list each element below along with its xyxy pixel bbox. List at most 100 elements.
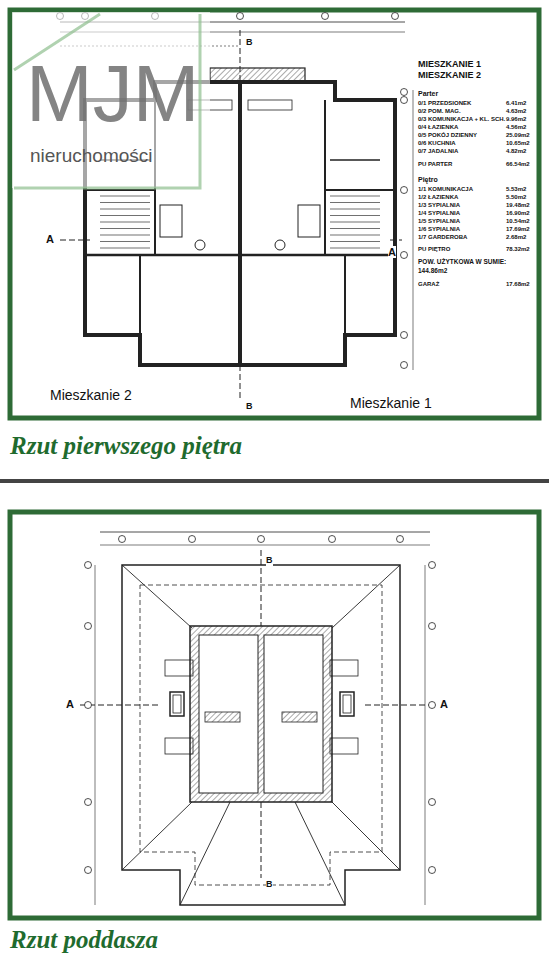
staircase (100, 196, 380, 248)
area-table-cell: 4.56m2 (506, 124, 526, 131)
area-table-cell: 4.82m2 (506, 148, 526, 155)
area-table-cell: 66.54m2 (506, 161, 530, 168)
stair-tread (100, 241, 150, 242)
grid-marker (401, 252, 408, 259)
area-table-cell: 9.96m2 (506, 116, 526, 123)
section-marker: B (266, 880, 273, 890)
unit-label: Mieszkanie 2 (50, 388, 132, 403)
stair-tread (100, 248, 150, 249)
area-table-cell: 5.50m2 (506, 194, 526, 201)
stair-tread (330, 222, 380, 223)
grid-marker (401, 97, 408, 104)
area-table-cell: 1/6 SYPIALNIA (418, 226, 460, 233)
plan-panel: Rzut poddasza (8, 510, 541, 958)
area-table-cell: 1/3 SYPIALNIA (418, 202, 460, 209)
grid-marker (329, 536, 336, 543)
area-table-cell: 0/4 ŁAZIENKA (418, 124, 458, 131)
plan-caption: Rzut pierwszego piętra (10, 432, 242, 460)
stair-tread (100, 209, 150, 210)
area-table-cell: 5.53m2 (506, 186, 526, 193)
stair-tread (330, 209, 380, 210)
grid-marker (429, 702, 436, 709)
grid-marker (322, 13, 329, 20)
stair-tread (100, 228, 150, 229)
grid-marker (258, 536, 265, 543)
grid-marker (429, 623, 436, 630)
grid-marker (401, 362, 408, 369)
area-table-cell: 17.68m2 (506, 281, 530, 288)
area-table-cell: GARAŻ (418, 281, 439, 288)
grid-marker (119, 536, 126, 543)
grid-marker (85, 562, 92, 569)
attic-plan (80, 532, 432, 905)
stair-tread (100, 196, 150, 197)
section-marker: B (246, 38, 253, 48)
area-table-cell: Piętro (418, 176, 438, 184)
area-table-cell: 1/2 ŁAZIENKA (418, 194, 458, 201)
grid-marker (401, 332, 408, 339)
area-table-cell: 17.69m2 (506, 226, 530, 233)
separator (0, 479, 549, 483)
area-table-cell: 0/2 POM. MAG. (418, 108, 461, 115)
stair-tread (330, 196, 380, 197)
stair-tread (100, 235, 150, 236)
section-marker: A (440, 698, 448, 710)
area-table-cell: 19.48m2 (506, 202, 530, 209)
watermark: nieruchomości (30, 146, 153, 167)
section-marker: A (46, 233, 54, 245)
grid-marker (429, 562, 436, 569)
grid-marker (401, 187, 408, 194)
area-table-cell: 1/1 KOMUNIKACJA (418, 186, 473, 193)
grid-marker (397, 536, 404, 543)
grid-marker (401, 89, 408, 96)
area-table-cell: 6.41m2 (506, 100, 526, 107)
grid-marker (85, 623, 92, 630)
stair-tread (330, 202, 380, 203)
area-table-cell: 4.63m2 (506, 108, 526, 115)
area-table-cell: 10.65m2 (506, 140, 530, 147)
area-table-cell: 144.86m2 (418, 267, 447, 274)
grid-markers (85, 536, 436, 874)
area-table-cell: Parter (418, 90, 438, 98)
stair-tread (330, 248, 380, 249)
area-table-cell: 25.09m2 (506, 132, 530, 139)
stair-tread (330, 235, 380, 236)
area-table-cell: 10.54m2 (506, 218, 530, 225)
grid-marker (392, 13, 399, 20)
area-table-cell: MIESZKANIE 2 (418, 71, 481, 81)
area-table-cell: 0/3 KOMUNIKACJA + KL. SCH. (418, 116, 505, 123)
panel-frame (10, 10, 539, 418)
plan-caption: Rzut poddasza (10, 926, 158, 954)
area-table-cell: 0/7 JADALNIA (418, 148, 458, 155)
area-table-cell: 0/1 PRZEDSIONEK (418, 100, 471, 107)
grid-marker (189, 536, 196, 543)
area-table-cell: PU PIĘTRO (418, 246, 450, 253)
grid-marker (429, 799, 436, 806)
area-table-cell: MIESZKANIE 1 (418, 60, 481, 70)
area-table-cell: 78.32m2 (506, 246, 530, 253)
section-marker: B (246, 402, 253, 412)
stair-tread (330, 228, 380, 229)
stair-tread (330, 241, 380, 242)
grid-marker (85, 867, 92, 874)
grid-marker (429, 867, 436, 874)
area-table-cell: 16.90m2 (506, 210, 530, 217)
section-marker: A (66, 698, 74, 710)
stair-tread (100, 202, 150, 203)
area-table-cell: 1/7 GARDEROBA (418, 234, 467, 241)
area-table-cell: 1/4 SYPIALNIA (418, 210, 460, 217)
area-table-cell: PU PARTER (418, 161, 452, 168)
grid-marker (85, 799, 92, 806)
watermark-frame (14, 14, 200, 188)
unit-label: Mieszkanie 1 (350, 396, 432, 411)
watermark: MJM (26, 50, 199, 138)
area-table-cell: POW. UŻYTKOWA W SUMIE: (418, 258, 506, 265)
area-table-cell: 0/5 POKÓJ DZIENNY (418, 132, 477, 139)
stair-tread (100, 222, 150, 223)
panel-frame (10, 512, 539, 918)
area-table-cell: 2.68m2 (506, 234, 526, 241)
section-marker: B (266, 556, 273, 566)
